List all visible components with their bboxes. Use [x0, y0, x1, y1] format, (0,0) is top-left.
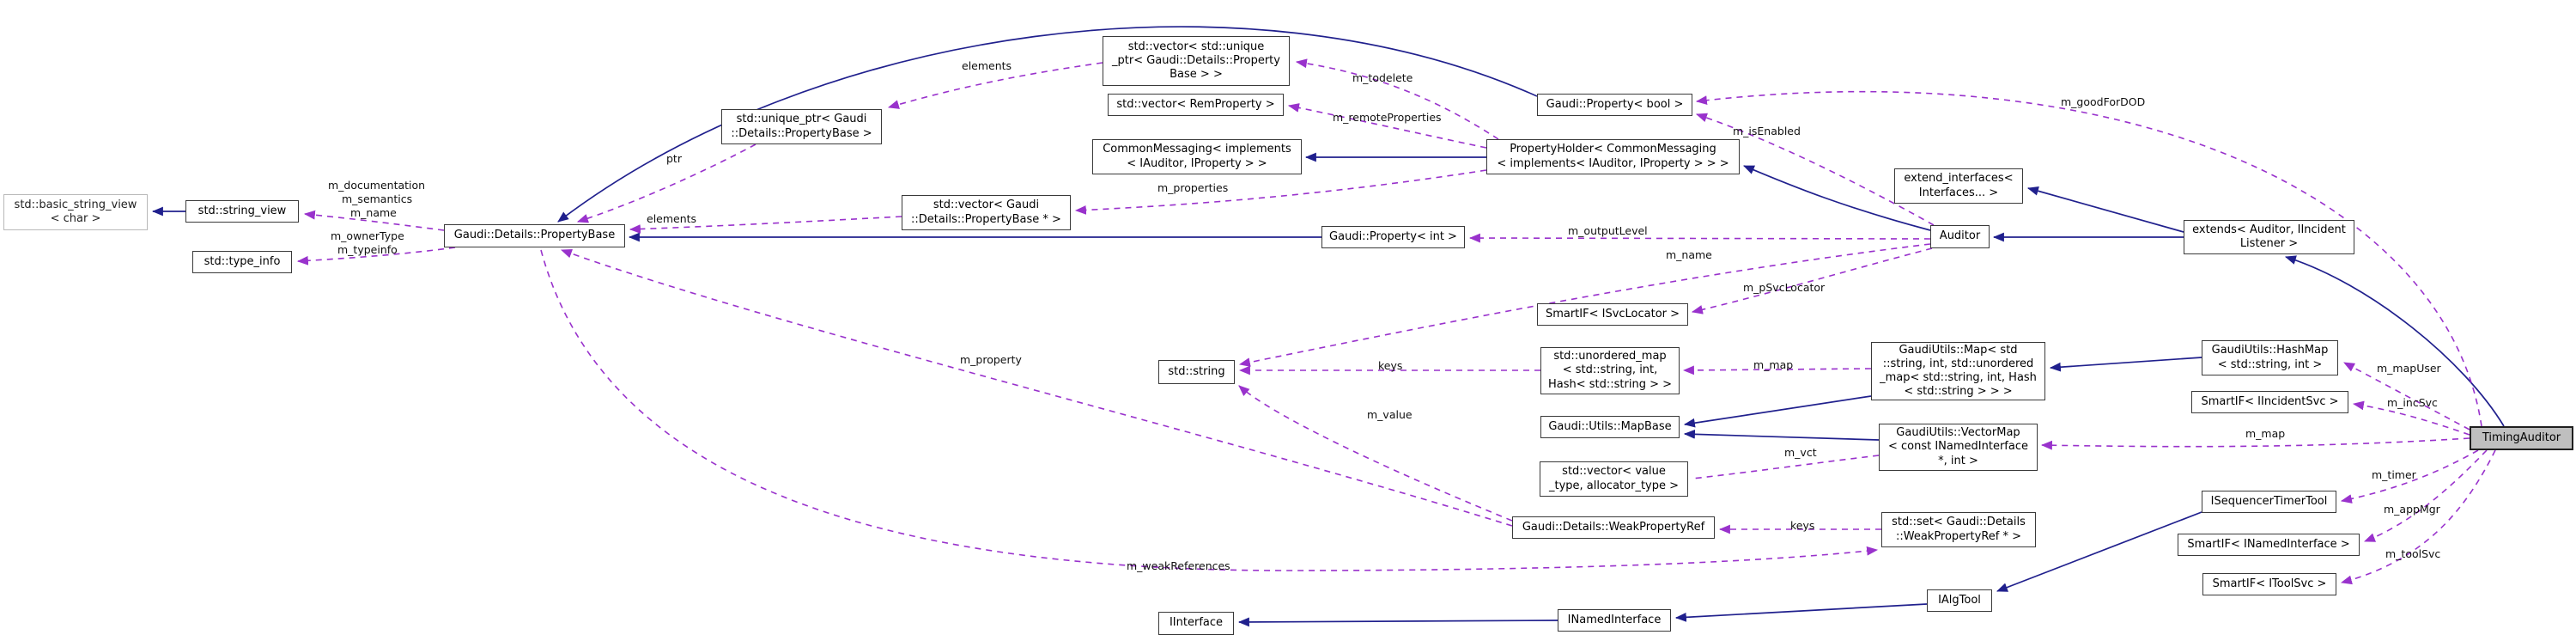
edge-hashmap-to-gaudimap: [2049, 357, 2202, 372]
edge-isenabled: [1695, 113, 1935, 226]
edge-map-gaudimap: [1682, 365, 1872, 375]
edge-isequencertimertool-to-ialgtool: [1996, 511, 2202, 592]
edge-todelete: [1295, 58, 1499, 140]
label-m-todelete: m_todelete: [1352, 71, 1413, 84]
label-m-documentation: m_documentation: [328, 179, 426, 192]
node-property-bool[interactable]: Gaudi::Property< bool >: [1537, 94, 1692, 116]
label-keys-unorderedmap: keys: [1378, 359, 1403, 372]
label-m-ownertype: m_ownerType: [331, 229, 404, 242]
label-m-goodfordod: m_goodForDOD: [2061, 95, 2146, 108]
node-std-string[interactable]: std::string: [1158, 360, 1235, 384]
node-type-info[interactable]: std::type_info: [192, 251, 292, 273]
node-string-view[interactable]: std::string_view: [185, 200, 299, 223]
edge-name-auditor: [1238, 243, 1931, 367]
edge-elements-top: [887, 62, 1103, 109]
edge-typeinfo: [296, 247, 456, 266]
edge-auditor-to-propertyholder: [1743, 165, 1931, 231]
node-smartif-itoolsvc[interactable]: SmartIF< IToolSvc >: [2202, 573, 2336, 595]
edge-map-timingauditor: [2040, 437, 2470, 450]
edge-remoteproperties: [1287, 103, 1487, 149]
label-m-properties: m_properties: [1157, 181, 1229, 194]
label-m-map-gaudimap: m_map: [1753, 358, 1794, 371]
edge-weakreferences: [540, 249, 1879, 571]
node-basic-string-view: std::basic_string_view < char >: [3, 194, 148, 230]
edge-appmgr: [2363, 449, 2488, 542]
node-mapbase[interactable]: Gaudi::Utils::MapBase: [1540, 416, 1680, 438]
edge-goodfordod: [1695, 90, 2482, 427]
edge-vct: [1692, 455, 1880, 479]
node-property-holder[interactable]: PropertyHolder< CommonMessaging < implem…: [1486, 139, 1740, 174]
label-m-vct: m_vct: [1784, 446, 1817, 459]
label-m-appmgr: m_appMgr: [2384, 503, 2440, 516]
edge-value: [1238, 385, 1513, 522]
edge-incsvc: [2352, 400, 2470, 436]
node-timing-auditor[interactable]: TimingAuditor: [2470, 426, 2573, 450]
edge-properties: [1074, 169, 1487, 215]
edge-vectormap-to-mapbase: [1683, 429, 1880, 441]
label-m-isenabled: m_isEnabled: [1733, 125, 1801, 137]
label-elements-bottom: elements: [647, 212, 697, 225]
label-m-outputlevel: m_outputLevel: [1568, 224, 1648, 237]
label-m-name-auditor: m_name: [1666, 248, 1712, 261]
label-m-mapuser: m_mapUser: [2377, 362, 2441, 375]
label-keys-set: keys: [1790, 519, 1815, 532]
node-vector-remproperty[interactable]: std::vector< RemProperty >: [1108, 94, 1284, 116]
node-inamedinterface[interactable]: INamedInterface: [1558, 609, 1671, 632]
node-extends[interactable]: extends< Auditor, IIncident Listener >: [2184, 220, 2354, 254]
node-smartif-iincidentsvc[interactable]: SmartIF< IIncidentSvc >: [2191, 391, 2348, 413]
label-m-value: m_value: [1367, 408, 1413, 421]
edge-toolsvc: [2340, 449, 2496, 585]
node-vector-unique-ptr[interactable]: std::vector< std::unique _ptr< Gaudi::De…: [1103, 36, 1290, 86]
node-common-messaging[interactable]: CommonMessaging< implements < IAuditor, …: [1092, 139, 1302, 174]
edge-documentation: [303, 210, 445, 231]
edge-ialgtool-to-inamedinterface: [1674, 603, 1928, 622]
edge-elements-bottom: [629, 216, 902, 234]
label-m-property: m_property: [960, 353, 1022, 366]
edge-gaudimap-to-mapbase: [1683, 395, 1872, 428]
node-auditor[interactable]: Auditor: [1930, 225, 1990, 248]
label-elements-top: elements: [962, 59, 1012, 72]
node-unique-ptr[interactable]: std::unique_ptr< Gaudi ::Details::Proper…: [721, 109, 882, 144]
label-m-semantics: m_semantics: [342, 192, 413, 205]
edge-psvclocator: [1691, 247, 1933, 314]
edge-timingauditor-to-extends: [2284, 255, 2505, 427]
node-std-set-weakpropertyref[interactable]: std::set< Gaudi::Details ::WeakPropertyR…: [1881, 512, 2036, 547]
node-smartif-inamedinterface[interactable]: SmartIF< INamedInterface >: [2178, 534, 2360, 556]
label-m-name-propertybase: m_name: [350, 206, 397, 219]
label-ptr: ptr: [666, 152, 682, 165]
edge-outputlevel: [1468, 233, 1931, 243]
node-vector-valuetype[interactable]: std::vector< value _type, allocator_type…: [1540, 461, 1688, 497]
node-extend-interfaces[interactable]: extend_interfaces< Interfaces... >: [1894, 168, 2023, 204]
edge-timer: [2340, 449, 2479, 504]
node-gaudi-map[interactable]: GaudiUtils::Map< std ::string, int, std:…: [1871, 342, 2045, 400]
node-weak-property-ref[interactable]: Gaudi::Details::WeakPropertyRef: [1512, 516, 1715, 539]
label-m-map-timingauditor: m_map: [2245, 427, 2286, 440]
edge-mapuser: [2343, 362, 2470, 430]
node-vectormap[interactable]: GaudiUtils::VectorMap < const INamedInte…: [1879, 424, 2038, 471]
node-vector-propertybase-ptr[interactable]: std::vector< Gaudi ::Details::PropertyBa…: [902, 195, 1071, 230]
label-m-psvclocator: m_pSvcLocator: [1743, 281, 1826, 294]
edge-property: [560, 248, 1513, 527]
node-ialgtool[interactable]: IAlgTool: [1927, 589, 1992, 612]
edge-propertybool-to-propertybase: [557, 26, 1538, 223]
node-iinterface[interactable]: IInterface: [1158, 612, 1234, 635]
node-property-base[interactable]: Gaudi::Details::PropertyBase: [444, 224, 625, 247]
node-hashmap[interactable]: GaudiUtils::HashMap < std::string, int >: [2202, 340, 2338, 375]
node-unordered-map[interactable]: std::unordered_map < std::string, int, H…: [1540, 347, 1680, 394]
node-isequencertimertool[interactable]: ISequencerTimerTool: [2202, 491, 2336, 513]
edge-inamedinterface-to-iinterface: [1237, 617, 1558, 627]
label-m-weakreferences: m_weakReferences: [1127, 559, 1230, 572]
label-m-toolsvc: m_toolSvc: [2385, 547, 2441, 560]
label-m-typeinfo: m_typeinfo: [337, 243, 398, 256]
label-m-remoteproperties: m_remoteProperties: [1333, 111, 1442, 124]
edge-ptr: [576, 143, 756, 223]
label-m-incsvc: m_incSvc: [2387, 396, 2438, 409]
node-property-int[interactable]: Gaudi::Property< int >: [1321, 226, 1465, 248]
node-smartif-isvclocator[interactable]: SmartIF< ISvcLocator >: [1537, 303, 1688, 326]
label-m-timer: m_timer: [2372, 468, 2416, 481]
edge-extends-to-extendinterfaces: [2026, 186, 2184, 233]
